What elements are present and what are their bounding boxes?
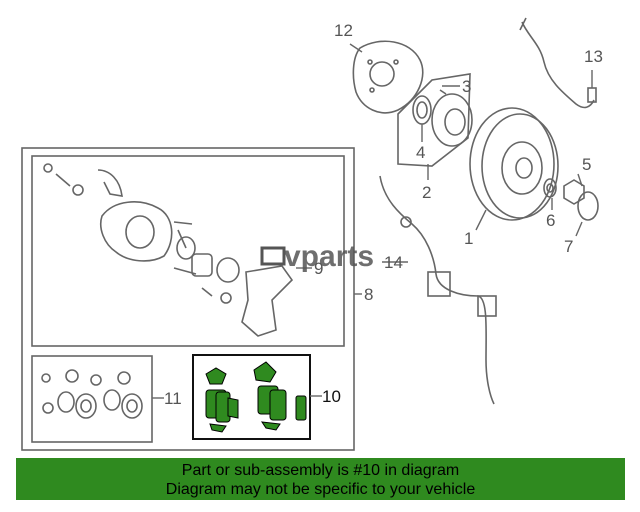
callout-5: 5	[582, 155, 591, 174]
callout-13: 13	[584, 47, 603, 66]
callout-9: 9	[314, 259, 323, 278]
callout-7: 7	[564, 237, 573, 256]
caliper-assembly-icon[interactable]	[43, 163, 294, 337]
callout-14: 14	[384, 253, 403, 272]
banner-line-2: Diagram may not be specific to your vehi…	[165, 481, 476, 498]
callout-3: 3	[462, 77, 471, 96]
seal-kit-icon[interactable]	[41, 369, 143, 419]
vparts-logo: vparts	[260, 240, 374, 273]
info-banner: Part or sub-assembly is #10 in diagram D…	[16, 458, 625, 500]
brake-pads-box-10[interactable]	[192, 354, 311, 440]
banner-line-1: Part or sub-assembly is #10 in diagram	[181, 462, 460, 479]
dust-shield-icon[interactable]	[352, 40, 424, 114]
washer-nut-cap-icon[interactable]	[543, 178, 599, 221]
assembly-box-8	[21, 147, 355, 451]
callout-4: 4	[416, 143, 425, 162]
callout-1: 1	[464, 229, 473, 248]
callout-2: 2	[422, 183, 431, 202]
seal-kit-box-11	[31, 355, 153, 443]
callout-6: 6	[546, 211, 555, 230]
callout-10: 10	[322, 387, 341, 406]
brake-pads-icon[interactable]	[205, 361, 307, 433]
callout-12: 12	[334, 21, 353, 40]
hub-box-2	[397, 73, 471, 167]
callout-8: 8	[364, 285, 373, 304]
caliper-box-9	[31, 155, 345, 347]
brake-rotor-icon[interactable]	[469, 107, 559, 221]
abs-wire-14-icon[interactable]	[379, 175, 497, 405]
callout-11: 11	[164, 389, 182, 408]
watermark-text: vparts	[284, 240, 374, 273]
